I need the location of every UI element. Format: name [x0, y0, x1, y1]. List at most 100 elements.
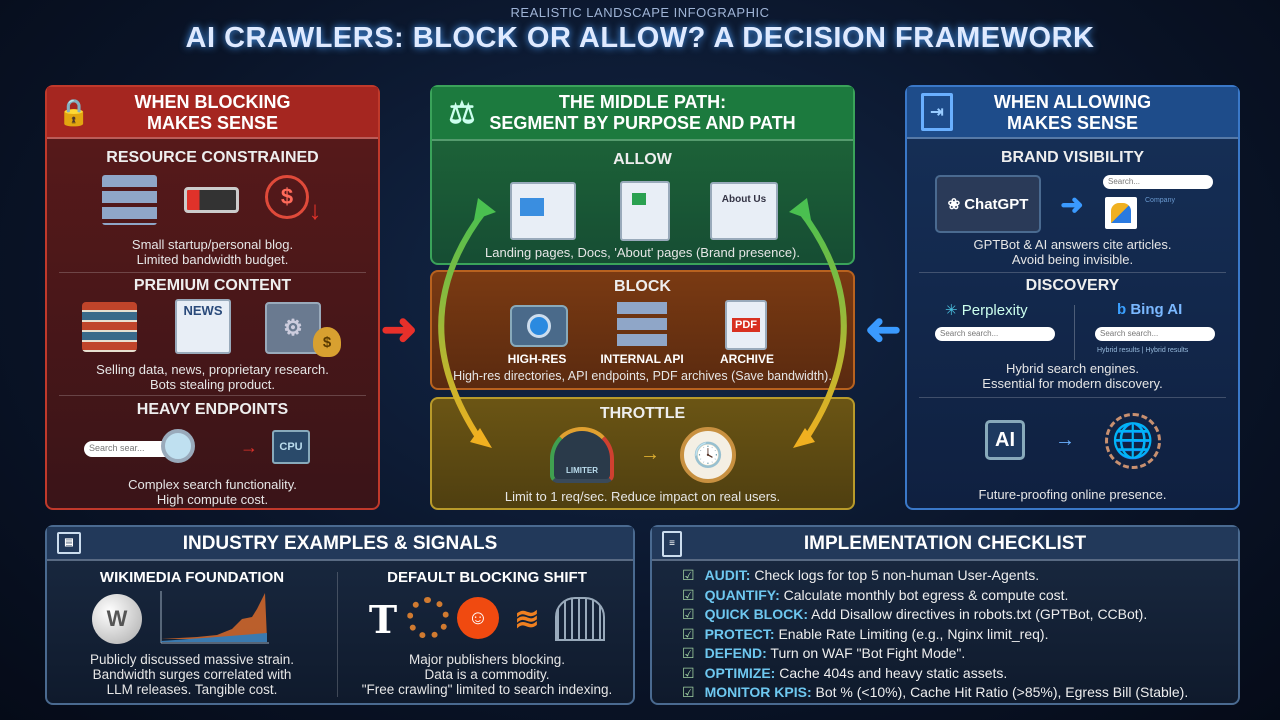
discovery-heading: DISCOVERY: [1025, 277, 1120, 294]
newspaper-icon: NEWS: [175, 299, 231, 354]
money-bag-icon: $: [313, 327, 341, 357]
block-panel: BLOCK PDF HIGH-RES INTERNAL API ARCHIVE …: [430, 270, 855, 390]
server-icon: [102, 175, 157, 225]
checklist-text: Add Disallow directives in robots.txt (G…: [808, 606, 1148, 622]
checkbox-checked-icon: ☑: [682, 567, 695, 583]
blocking-panel: 🔒 WHEN BLOCKING MAKES SENSE RESOURCE CON…: [45, 85, 380, 510]
arrowhead: [789, 198, 811, 220]
checkbox-checked-icon: ☑: [682, 606, 695, 622]
checklist-key: DEFEND:: [704, 645, 767, 661]
baseline-area: [161, 633, 267, 642]
industry-header: ▤ INDUSTRY EXAMPLES & SIGNALS: [47, 527, 633, 561]
discovery-desc: Hybrid search engines.Essential for mode…: [982, 361, 1163, 391]
checklist-item: ☑ AUDIT: Check logs for top 5 non-human U…: [682, 567, 1039, 584]
bandwidth-surge-chart: [160, 591, 269, 644]
checkbox-checked-icon: ☑: [682, 684, 695, 700]
allowing-panel: ⇥ WHEN ALLOWING MAKES SENSE BRAND VISIBI…: [905, 85, 1240, 510]
server-icon: [617, 302, 667, 348]
checklist-item: ☑ QUANTIFY: Calculate monthly bot egress …: [682, 587, 1068, 604]
checklist-item: ☑PROTECT: Enable Rate Limiting (e.g., Ng…: [682, 626, 1048, 643]
wikimedia-heading: WIKIMEDIA FOUNDATION: [99, 569, 285, 586]
brand-desc: GPTBot & AI answers cite articles.Avoid …: [973, 237, 1172, 267]
battery-low-icon: [184, 187, 239, 213]
document-icon: [620, 181, 670, 241]
middle-title-line2: SEGMENT BY PURPOSE AND PATH: [489, 113, 796, 133]
company-logo-icon: [1105, 197, 1137, 229]
pdf-file-icon: PDF: [725, 300, 767, 350]
surge-area: [161, 593, 267, 639]
clock-icon: 🕓: [680, 427, 736, 483]
checklist-key: QUICK BLOCK:: [704, 606, 808, 622]
heavy-desc: Complex search functionality.High comput…: [128, 477, 297, 507]
page-title: AI CRAWLERS: BLOCK OR ALLOW? A DECISION …: [185, 22, 1095, 54]
allowing-header: ⇥ WHEN ALLOWING MAKES SENSE: [907, 87, 1238, 139]
perplexity-logo: ✳ Perplexity: [945, 302, 1028, 319]
divider: [59, 272, 366, 273]
middle-title-line1: THE MIDDLE PATH:: [558, 92, 727, 112]
left-cycle-arrow: [438, 208, 488, 442]
allow-heading: ALLOW: [613, 151, 672, 168]
checkbox-checked-icon: ☑: [682, 645, 695, 661]
arrow-right-icon: ➜: [1060, 188, 1084, 220]
cpu-icon: CPU: [272, 430, 310, 464]
checklist-item: ☑ MONITOR KPIS: Bot % (<10%), Cache Hit R…: [682, 684, 1188, 701]
clipboard-icon: ≡: [662, 531, 682, 557]
checklist-text: Cache 404s and heavy static assets.: [775, 664, 1008, 681]
checklist-key: QUANTIFY:: [704, 586, 780, 603]
internal-api-label: INTERNAL API: [600, 352, 684, 366]
block-heading: BLOCK: [614, 278, 671, 295]
premium-desc: Selling data, news, proprietary research…: [96, 362, 329, 392]
shift-heading: DEFAULT BLOCKING SHIFT: [387, 569, 587, 586]
future-desc: Future-proofing online presence.: [978, 487, 1167, 502]
right-cycle-arrow: [797, 208, 847, 442]
shift-desc: Major publishers blocking.Data is a comm…: [361, 652, 613, 697]
divider: [919, 272, 1226, 273]
lock-icon: 🔒: [57, 96, 91, 127]
landing-page-icon: [510, 182, 576, 240]
wikimedia-desc: Publicly discussed massive strain.Bandwi…: [89, 652, 295, 697]
checklist-text: Bot % (<10%), Cache Hit Ratio (>85%), Eg…: [811, 684, 1189, 700]
divider: [919, 397, 1226, 398]
perplexity-search-illustration: Search search...: [935, 327, 1055, 341]
about-page-icon: About Us: [710, 182, 778, 240]
checkbox-checked-icon: ☑: [682, 586, 695, 603]
allow-desc: Landing pages, Docs, 'About' pages (Bran…: [485, 245, 800, 260]
hybrid-results-label: Hybrid results | Hybrid results: [1097, 347, 1189, 354]
red-arrow-right-icon: ➜: [380, 304, 418, 354]
down-arrow-icon: ↓: [308, 194, 322, 225]
bing-icon: b: [1117, 301, 1131, 318]
reddit-logo-icon: ☺: [457, 597, 499, 639]
heavy-heading: HEAVY ENDPOINTS: [136, 401, 289, 418]
blocking-title-line2: MAKES SENSE: [146, 113, 279, 133]
ai-chip-icon: AI: [985, 420, 1025, 460]
industry-panel: ▤ INDUSTRY EXAMPLES & SIGNALS WIKIMEDIA …: [45, 525, 635, 705]
divider: [1074, 305, 1075, 360]
blocking-title-line1: WHEN BLOCKING: [134, 92, 291, 112]
checklist-text: Check logs for top 5 non-human User-Agen…: [750, 567, 1040, 583]
open-door-icon: ⇥: [921, 93, 953, 131]
openai-logo-icon: ❀: [947, 196, 961, 213]
wikipedia-globe-icon: W: [92, 594, 142, 644]
checklist-key: MONITOR KPIS:: [704, 684, 812, 700]
allow-panel: ⚖ THE MIDDLE PATH: SEGMENT BY PURPOSE AN…: [430, 85, 855, 265]
checklist-text: Calculate monthly bot egress & compute c…: [779, 586, 1069, 603]
bing-search-illustration: Search search...: [1095, 327, 1215, 341]
throttle-heading: THROTTLE: [599, 405, 686, 422]
cycle-arrows: [438, 198, 847, 448]
chatgpt-window: ❀ChatGPT: [935, 175, 1041, 233]
dollar-down-icon: $: [265, 175, 309, 219]
search-bar-illustration: Search...: [1103, 175, 1213, 189]
globe-network-icon: 🌐: [1105, 413, 1161, 469]
safe-icon: ⚙: [265, 302, 321, 354]
checklist-item: ☑ QUICK BLOCK: Add Disallow directives in…: [682, 606, 1147, 623]
stackoverflow-logo-icon: ≋: [514, 602, 540, 636]
archive-label: ARCHIVE: [719, 352, 774, 366]
premium-heading: PREMIUM CONTENT: [133, 277, 292, 294]
search-input-illustration: Search sear...: [84, 441, 179, 457]
checklist-text: Turn on WAF "Bot Fight Mode".: [766, 645, 966, 661]
checklist-key: AUDIT:: [704, 567, 751, 583]
arrow-right-icon: →: [240, 436, 258, 457]
middle-header: ⚖ THE MIDDLE PATH: SEGMENT BY PURPOSE AN…: [432, 87, 853, 141]
subtitle: REALISTIC LANDSCAPE INFOGRAPHIC: [510, 5, 770, 20]
gate-icon: [555, 597, 605, 641]
